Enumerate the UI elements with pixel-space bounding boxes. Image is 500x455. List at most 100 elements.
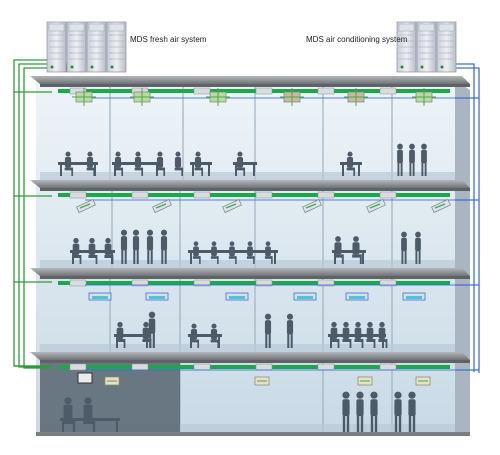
person-head <box>342 391 350 399</box>
person-leg <box>398 415 402 432</box>
person-leg <box>404 250 407 264</box>
standing-person <box>160 229 168 264</box>
desk-leg <box>116 421 118 432</box>
ceiling-cassette-unit <box>72 88 96 106</box>
person-torso <box>342 399 350 416</box>
person-leg <box>152 332 155 348</box>
lobby-dark-wall <box>40 363 180 432</box>
person-shin <box>361 339 364 348</box>
standing-person <box>370 391 378 432</box>
duct-diffuser <box>379 87 397 95</box>
person-torso <box>132 236 140 251</box>
standing-person <box>409 143 415 176</box>
person-torso <box>421 149 427 164</box>
person-head <box>73 237 79 244</box>
desk-leg <box>146 337 148 348</box>
person-shin <box>271 256 273 264</box>
ceiling-cassette-unit <box>254 376 270 386</box>
desk <box>58 162 98 165</box>
duct-diffuser <box>255 363 273 371</box>
person-shin <box>337 339 340 348</box>
ceiling-cassette-unit <box>104 376 120 386</box>
person-head <box>132 229 140 236</box>
desk-leg <box>382 337 384 348</box>
person-head <box>191 323 197 329</box>
person-head <box>265 241 271 247</box>
person-head <box>331 321 337 328</box>
desk-leg <box>62 421 64 432</box>
person-head <box>237 151 243 157</box>
duct-diffuser <box>317 87 335 95</box>
person-legs <box>174 167 183 171</box>
person-head <box>247 241 253 247</box>
duct-diffuser <box>379 363 397 371</box>
slab-edge <box>40 276 470 279</box>
fan-grille <box>108 23 125 32</box>
ac-system-label: MDS air conditioning system <box>306 35 408 44</box>
unit-grille <box>229 296 245 299</box>
person-torso <box>286 320 294 335</box>
unit-airflow <box>434 203 446 209</box>
desk <box>70 250 115 253</box>
unit-airflow <box>79 203 91 209</box>
person-leg <box>374 415 378 432</box>
person-head <box>65 151 71 157</box>
fan-grille <box>88 23 105 32</box>
person-head <box>353 236 359 242</box>
person-shin <box>163 167 166 176</box>
person-head <box>355 321 361 328</box>
person-leg <box>150 249 153 264</box>
desk-leg <box>192 165 194 176</box>
person-shin <box>197 339 200 348</box>
person-torso <box>356 399 364 416</box>
person-shin <box>253 256 255 264</box>
desk-leg <box>72 253 74 264</box>
person-leg <box>408 415 412 432</box>
desk-leg <box>190 337 192 348</box>
person-head <box>193 241 199 247</box>
person-leg <box>147 249 150 264</box>
person-head <box>64 397 72 405</box>
desk-leg <box>253 165 255 176</box>
floor-surface <box>40 172 455 180</box>
standing-person <box>342 391 350 432</box>
person-leg <box>136 249 139 264</box>
desk-leg <box>94 165 96 176</box>
desk-leg <box>208 165 210 176</box>
person-legs <box>86 167 95 171</box>
person-shin <box>373 339 376 348</box>
person-leg <box>418 250 421 264</box>
ducted-indoor-unit <box>88 292 112 301</box>
person-torso <box>342 327 350 339</box>
air-duct <box>58 193 450 197</box>
person-head <box>415 231 421 238</box>
person-head <box>148 311 156 319</box>
person-leg <box>287 333 290 348</box>
person-legs <box>88 255 97 258</box>
standing-person <box>415 231 421 264</box>
person-torso <box>160 236 168 251</box>
brand-dot <box>90 65 94 69</box>
person-head <box>379 321 385 328</box>
fan-grille <box>438 23 455 32</box>
person-leg <box>360 415 364 432</box>
ac-outdoor-unit <box>396 21 457 73</box>
standing-person <box>397 143 403 176</box>
duct-diffuser <box>131 363 149 371</box>
ceiling-suspended-unit <box>366 199 386 213</box>
duct-diffuser <box>69 191 87 199</box>
duct-diffuser <box>193 191 211 199</box>
person-legs <box>210 256 219 259</box>
person-head <box>105 237 111 244</box>
person-leg <box>394 415 398 432</box>
ceiling-cassette-unit <box>357 376 373 386</box>
person-leg <box>400 162 403 176</box>
fan-grille <box>398 23 415 32</box>
person-legs <box>366 339 375 342</box>
person-legs <box>346 167 355 171</box>
person-torso <box>409 149 415 164</box>
standing-person <box>394 391 402 432</box>
floor-slabs <box>30 76 470 436</box>
person-head <box>367 321 373 328</box>
person-leg <box>290 333 293 348</box>
